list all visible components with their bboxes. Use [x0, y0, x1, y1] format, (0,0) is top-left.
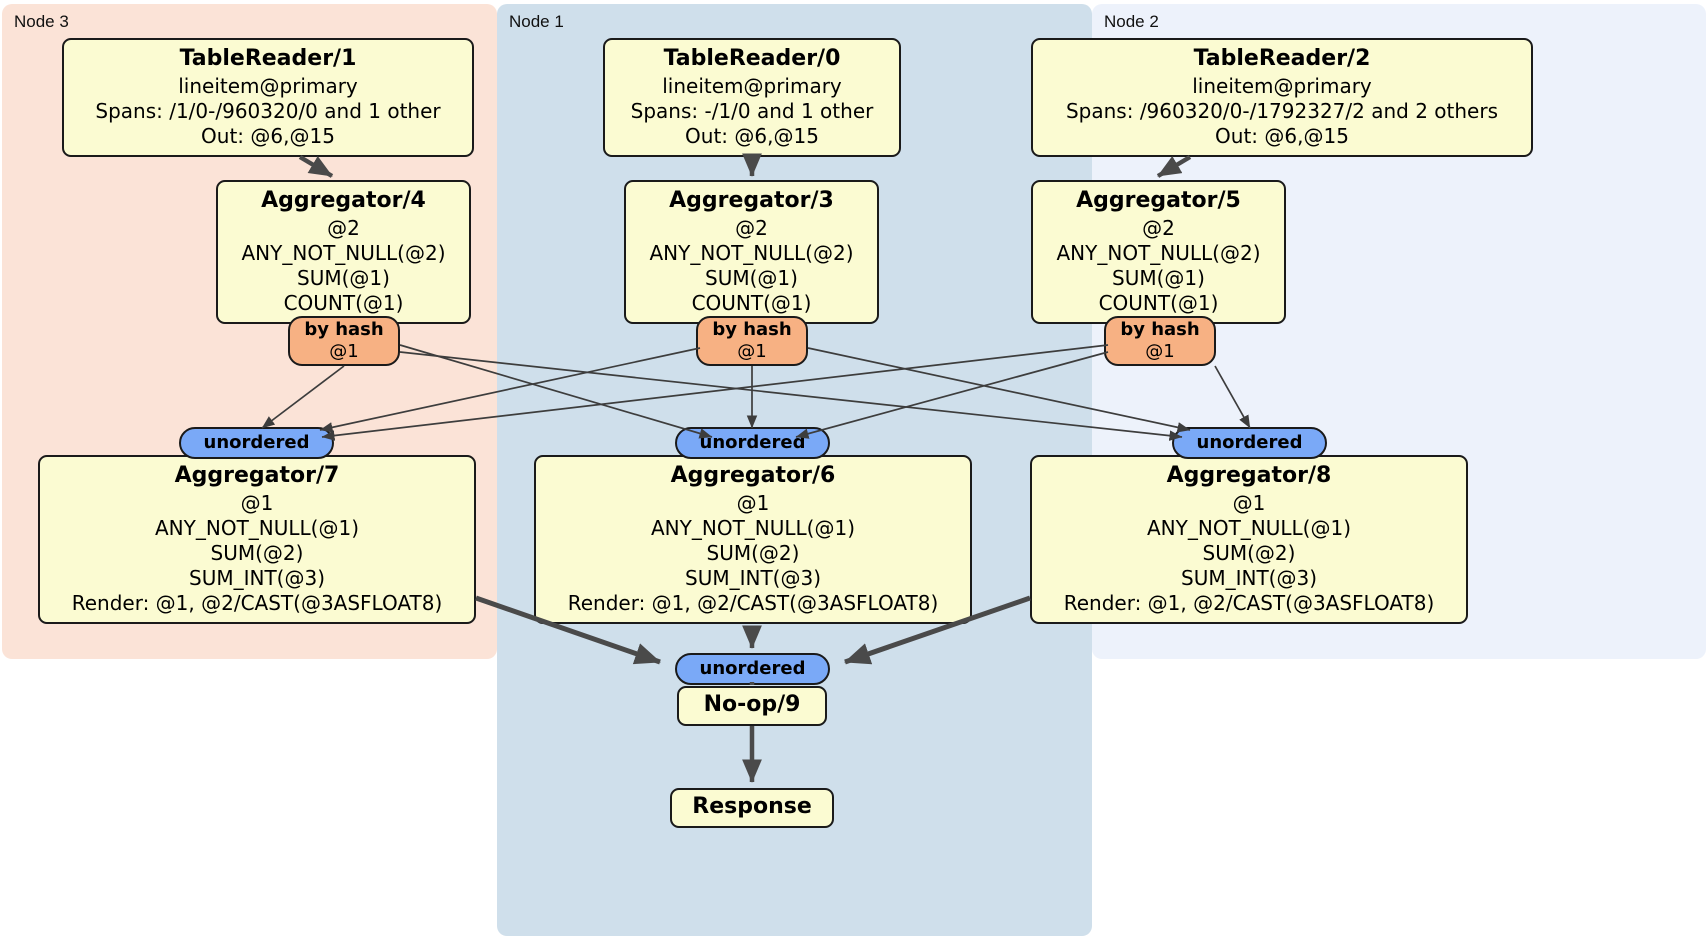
processor-line: ANY_NOT_NULL(@2) — [241, 241, 446, 265]
processor-response[interactable]: Response — [670, 788, 834, 828]
processor-aggregator-7[interactable]: Aggregator/7 @1 ANY_NOT_NULL(@1) SUM(@2)… — [38, 455, 476, 624]
router-column-label: @1 — [329, 341, 359, 362]
processor-table-reader-2[interactable]: TableReader/2 lineitem@primary Spans: /9… — [1031, 38, 1533, 157]
router-kind-label: by hash — [1120, 319, 1200, 340]
processor-title: Aggregator/4 — [261, 188, 426, 213]
processor-line: SUM(@2) — [210, 541, 304, 565]
processor-line: ANY_NOT_NULL(@1) — [1147, 516, 1351, 540]
processor-title: Aggregator/7 — [174, 463, 340, 488]
processor-line: Out: @6,@15 — [201, 124, 335, 148]
processor-line: ANY_NOT_NULL(@1) — [651, 516, 855, 540]
router-kind-label: by hash — [304, 319, 384, 340]
processor-line: lineitem@primary — [178, 74, 358, 98]
processor-line: SUM(@1) — [705, 266, 798, 290]
node-panel-label-node3: Node 3 — [14, 12, 69, 31]
processor-line: SUM_INT(@3) — [685, 566, 821, 590]
processor-title: Aggregator/5 — [1076, 188, 1241, 213]
processor-noop-9[interactable]: No-op/9 — [677, 686, 827, 726]
processor-title: Aggregator/6 — [670, 463, 836, 488]
router-by-hash-left[interactable]: by hash @1 — [288, 316, 400, 366]
processor-title: Aggregator/8 — [1166, 463, 1332, 488]
router-by-hash-mid[interactable]: by hash @1 — [696, 316, 808, 366]
processor-line: Render: @1, @2/CAST(@3ASFLOAT8) — [1063, 591, 1435, 615]
processor-line: COUNT(@1) — [1098, 291, 1219, 315]
processor-title: TableReader/2 — [1193, 46, 1371, 71]
processor-line: SUM(@1) — [297, 266, 390, 290]
stream-label: unordered — [203, 432, 310, 453]
processor-title: TableReader/0 — [663, 46, 841, 71]
processor-table-reader-0[interactable]: TableReader/0 lineitem@primary Spans: -/… — [603, 38, 901, 157]
node-panel-label-node2: Node 2 — [1104, 12, 1159, 31]
processor-title: Response — [692, 794, 812, 819]
processor-line: @2 — [327, 216, 360, 240]
processor-line: lineitem@primary — [1192, 74, 1372, 98]
stream-label: unordered — [699, 432, 806, 453]
processor-line: @1 — [736, 491, 770, 515]
processor-line: @1 — [1232, 491, 1266, 515]
processor-line: Out: @6,@15 — [1215, 124, 1349, 148]
processor-aggregator-5[interactable]: Aggregator/5 @2 ANY_NOT_NULL(@2) SUM(@1)… — [1031, 180, 1286, 324]
stream-label: unordered — [1196, 432, 1303, 453]
processor-line: @2 — [1142, 216, 1175, 240]
processor-line: ANY_NOT_NULL(@1) — [155, 516, 359, 540]
processor-line: SUM_INT(@3) — [189, 566, 325, 590]
stream-unordered-final[interactable]: unordered — [675, 653, 830, 685]
processor-line: SUM_INT(@3) — [1181, 566, 1317, 590]
processor-line: Spans: -/1/0 and 1 other — [630, 99, 874, 123]
stream-unordered-mid[interactable]: unordered — [675, 427, 830, 459]
router-column-label: @1 — [737, 341, 767, 362]
processor-line: COUNT(@1) — [691, 291, 812, 315]
processor-line: Spans: /960320/0-/1792327/2 and 2 others — [1065, 99, 1498, 123]
processor-title: TableReader/1 — [179, 46, 357, 71]
processor-table-reader-1[interactable]: TableReader/1 lineitem@primary Spans: /1… — [62, 38, 474, 157]
processor-line: COUNT(@1) — [283, 291, 404, 315]
processor-line: SUM(@2) — [706, 541, 800, 565]
processor-line: ANY_NOT_NULL(@2) — [1056, 241, 1261, 265]
processor-title: Aggregator/3 — [669, 188, 834, 213]
processor-line: Render: @1, @2/CAST(@3ASFLOAT8) — [71, 591, 443, 615]
processor-line: SUM(@1) — [1112, 266, 1205, 290]
router-kind-label: by hash — [712, 319, 792, 340]
processor-line: Spans: /1/0-/960320/0 and 1 other — [95, 99, 441, 123]
processor-line: ANY_NOT_NULL(@2) — [649, 241, 854, 265]
processor-title: No-op/9 — [703, 692, 801, 717]
stream-unordered-left[interactable]: unordered — [179, 427, 334, 459]
processor-aggregator-4[interactable]: Aggregator/4 @2 ANY_NOT_NULL(@2) SUM(@1)… — [216, 180, 471, 324]
processor-line: @1 — [240, 491, 274, 515]
processor-aggregator-8[interactable]: Aggregator/8 @1 ANY_NOT_NULL(@1) SUM(@2)… — [1030, 455, 1468, 624]
processor-aggregator-6[interactable]: Aggregator/6 @1 ANY_NOT_NULL(@1) SUM(@2)… — [534, 455, 972, 624]
processor-line: SUM(@2) — [1202, 541, 1296, 565]
router-by-hash-right[interactable]: by hash @1 — [1104, 316, 1216, 366]
stream-unordered-right[interactable]: unordered — [1172, 427, 1327, 459]
processor-line: lineitem@primary — [662, 74, 842, 98]
router-column-label: @1 — [1145, 341, 1175, 362]
processor-line: @2 — [735, 216, 768, 240]
processor-aggregator-3[interactable]: Aggregator/3 @2 ANY_NOT_NULL(@2) SUM(@1)… — [624, 180, 879, 324]
stream-label: unordered — [699, 658, 806, 679]
processor-line: Out: @6,@15 — [685, 124, 819, 148]
node-panel-label-node1: Node 1 — [509, 12, 564, 31]
processor-line: Render: @1, @2/CAST(@3ASFLOAT8) — [567, 591, 939, 615]
